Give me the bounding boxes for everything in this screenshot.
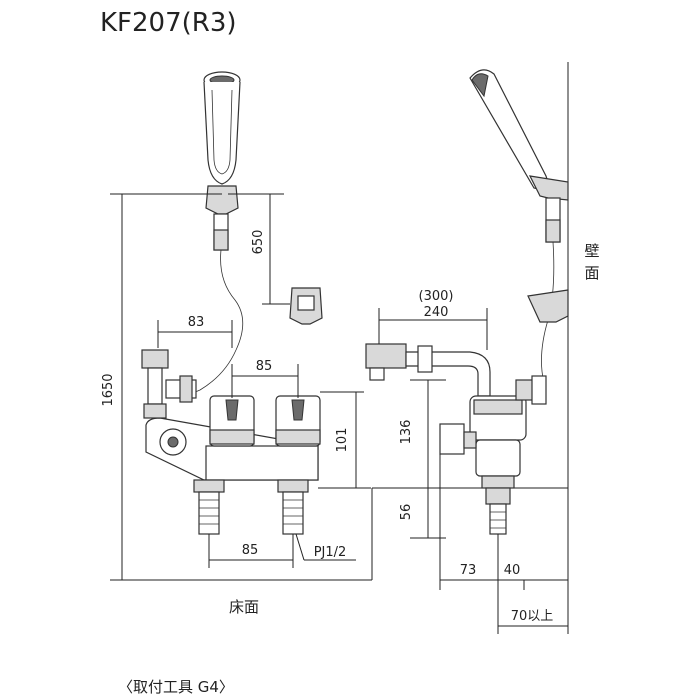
dim-70-min: 70以上 xyxy=(511,609,554,624)
front-dimensions xyxy=(110,193,373,581)
front-hose xyxy=(174,249,244,396)
wall-label-2: 面 xyxy=(584,264,599,282)
dim-40: 40 xyxy=(504,563,521,578)
floor-label: 床面 xyxy=(229,598,259,616)
dim-85-bottom: 85 xyxy=(242,543,259,558)
dim-1650: 1650 xyxy=(101,373,116,406)
dim-56: 56 xyxy=(399,504,414,521)
front-wall-bracket xyxy=(289,287,323,325)
front-mixer-body xyxy=(141,349,321,535)
side-wall-bracket xyxy=(527,289,569,323)
side-shower-head xyxy=(469,69,569,243)
model-title: KF207(R3) xyxy=(100,8,237,38)
dim-136: 136 xyxy=(399,420,414,445)
dim-73: 73 xyxy=(460,563,477,578)
dim-85-top: 85 xyxy=(256,359,273,374)
dim-101: 101 xyxy=(335,428,350,453)
dim-300: (300) xyxy=(419,289,454,304)
wall-label-1: 壁 xyxy=(584,242,599,260)
tool-note: 〈取付工具 G4〉 xyxy=(118,678,234,696)
dim-240: 240 xyxy=(424,305,449,320)
dim-83: 83 xyxy=(188,315,205,330)
dim-650: 650 xyxy=(251,230,266,255)
side-mixer-body xyxy=(439,375,547,535)
pipe-thread-label: PJ1/2 xyxy=(314,545,347,560)
side-dimensions xyxy=(378,308,568,634)
front-shower-head xyxy=(203,71,241,251)
